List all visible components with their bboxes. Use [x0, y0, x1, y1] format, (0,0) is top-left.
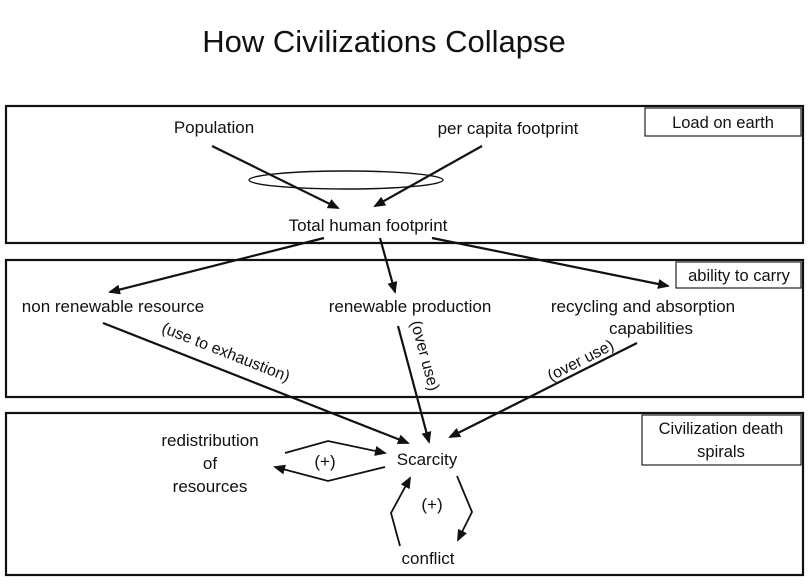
loop-arrow-redistribution-to-scarcity — [284, 440, 387, 456]
arrow-renewable-to-scarcity — [396, 325, 432, 444]
recycling-node-line1: recycling and absorption — [551, 297, 735, 316]
population-node: Population — [174, 118, 254, 137]
redistribution-node-line2: of — [203, 454, 217, 473]
loop-arrow-conflict-to-scarcity — [390, 476, 411, 547]
death-section-box — [4, 411, 805, 577]
total-human-footprint-node: Total human footprint — [289, 216, 448, 235]
arrow-recycling-to-scarcity — [448, 342, 638, 438]
loop-arrow-scarcity-to-conflict — [456, 475, 473, 542]
loop-label-redistribution: (+) — [314, 452, 335, 471]
carry-section-box — [4, 258, 805, 399]
arrow-total-to-nonrenewable — [108, 236, 325, 295]
recycling-node-line2: capabilities — [609, 319, 693, 338]
diagram-title: How Civilizations Collapse — [202, 24, 566, 59]
load-tag-box — [644, 107, 802, 137]
arrow-footprint-to-total — [373, 145, 483, 207]
death-tag-box — [641, 414, 802, 466]
arrow-population-to-total — [211, 145, 340, 209]
load-tag: Load on earth — [672, 114, 774, 132]
per-capita-footprint-node: per capita footprint — [438, 119, 579, 138]
arrow-total-to-renewable — [378, 237, 398, 294]
carry-tag: ability to carry — [688, 267, 791, 285]
loop-arrow-scarcity-to-redistribution — [273, 464, 386, 482]
redistribution-node-line3: resources — [173, 477, 248, 496]
death-tag-line2: spirals — [697, 443, 745, 461]
non-renewable-resource-node: non renewable resource — [22, 297, 204, 316]
loop-label-conflict: (+) — [421, 495, 442, 514]
arrow-total-to-recycling — [431, 236, 670, 289]
arrow-nonrenewable-to-scarcity — [102, 321, 410, 445]
renewable-production-node: renewable production — [329, 297, 492, 316]
redistribution-node-line1: redistribution — [161, 431, 258, 450]
multiplication-ring — [248, 170, 444, 190]
carry-tag-box — [675, 261, 802, 289]
label-over-use-recycling: (over use) — [545, 337, 617, 385]
load-section-box — [4, 104, 805, 245]
scarcity-node: Scarcity — [397, 450, 458, 469]
conflict-node: conflict — [402, 549, 455, 568]
death-tag-line1: Civilization death — [659, 420, 784, 438]
